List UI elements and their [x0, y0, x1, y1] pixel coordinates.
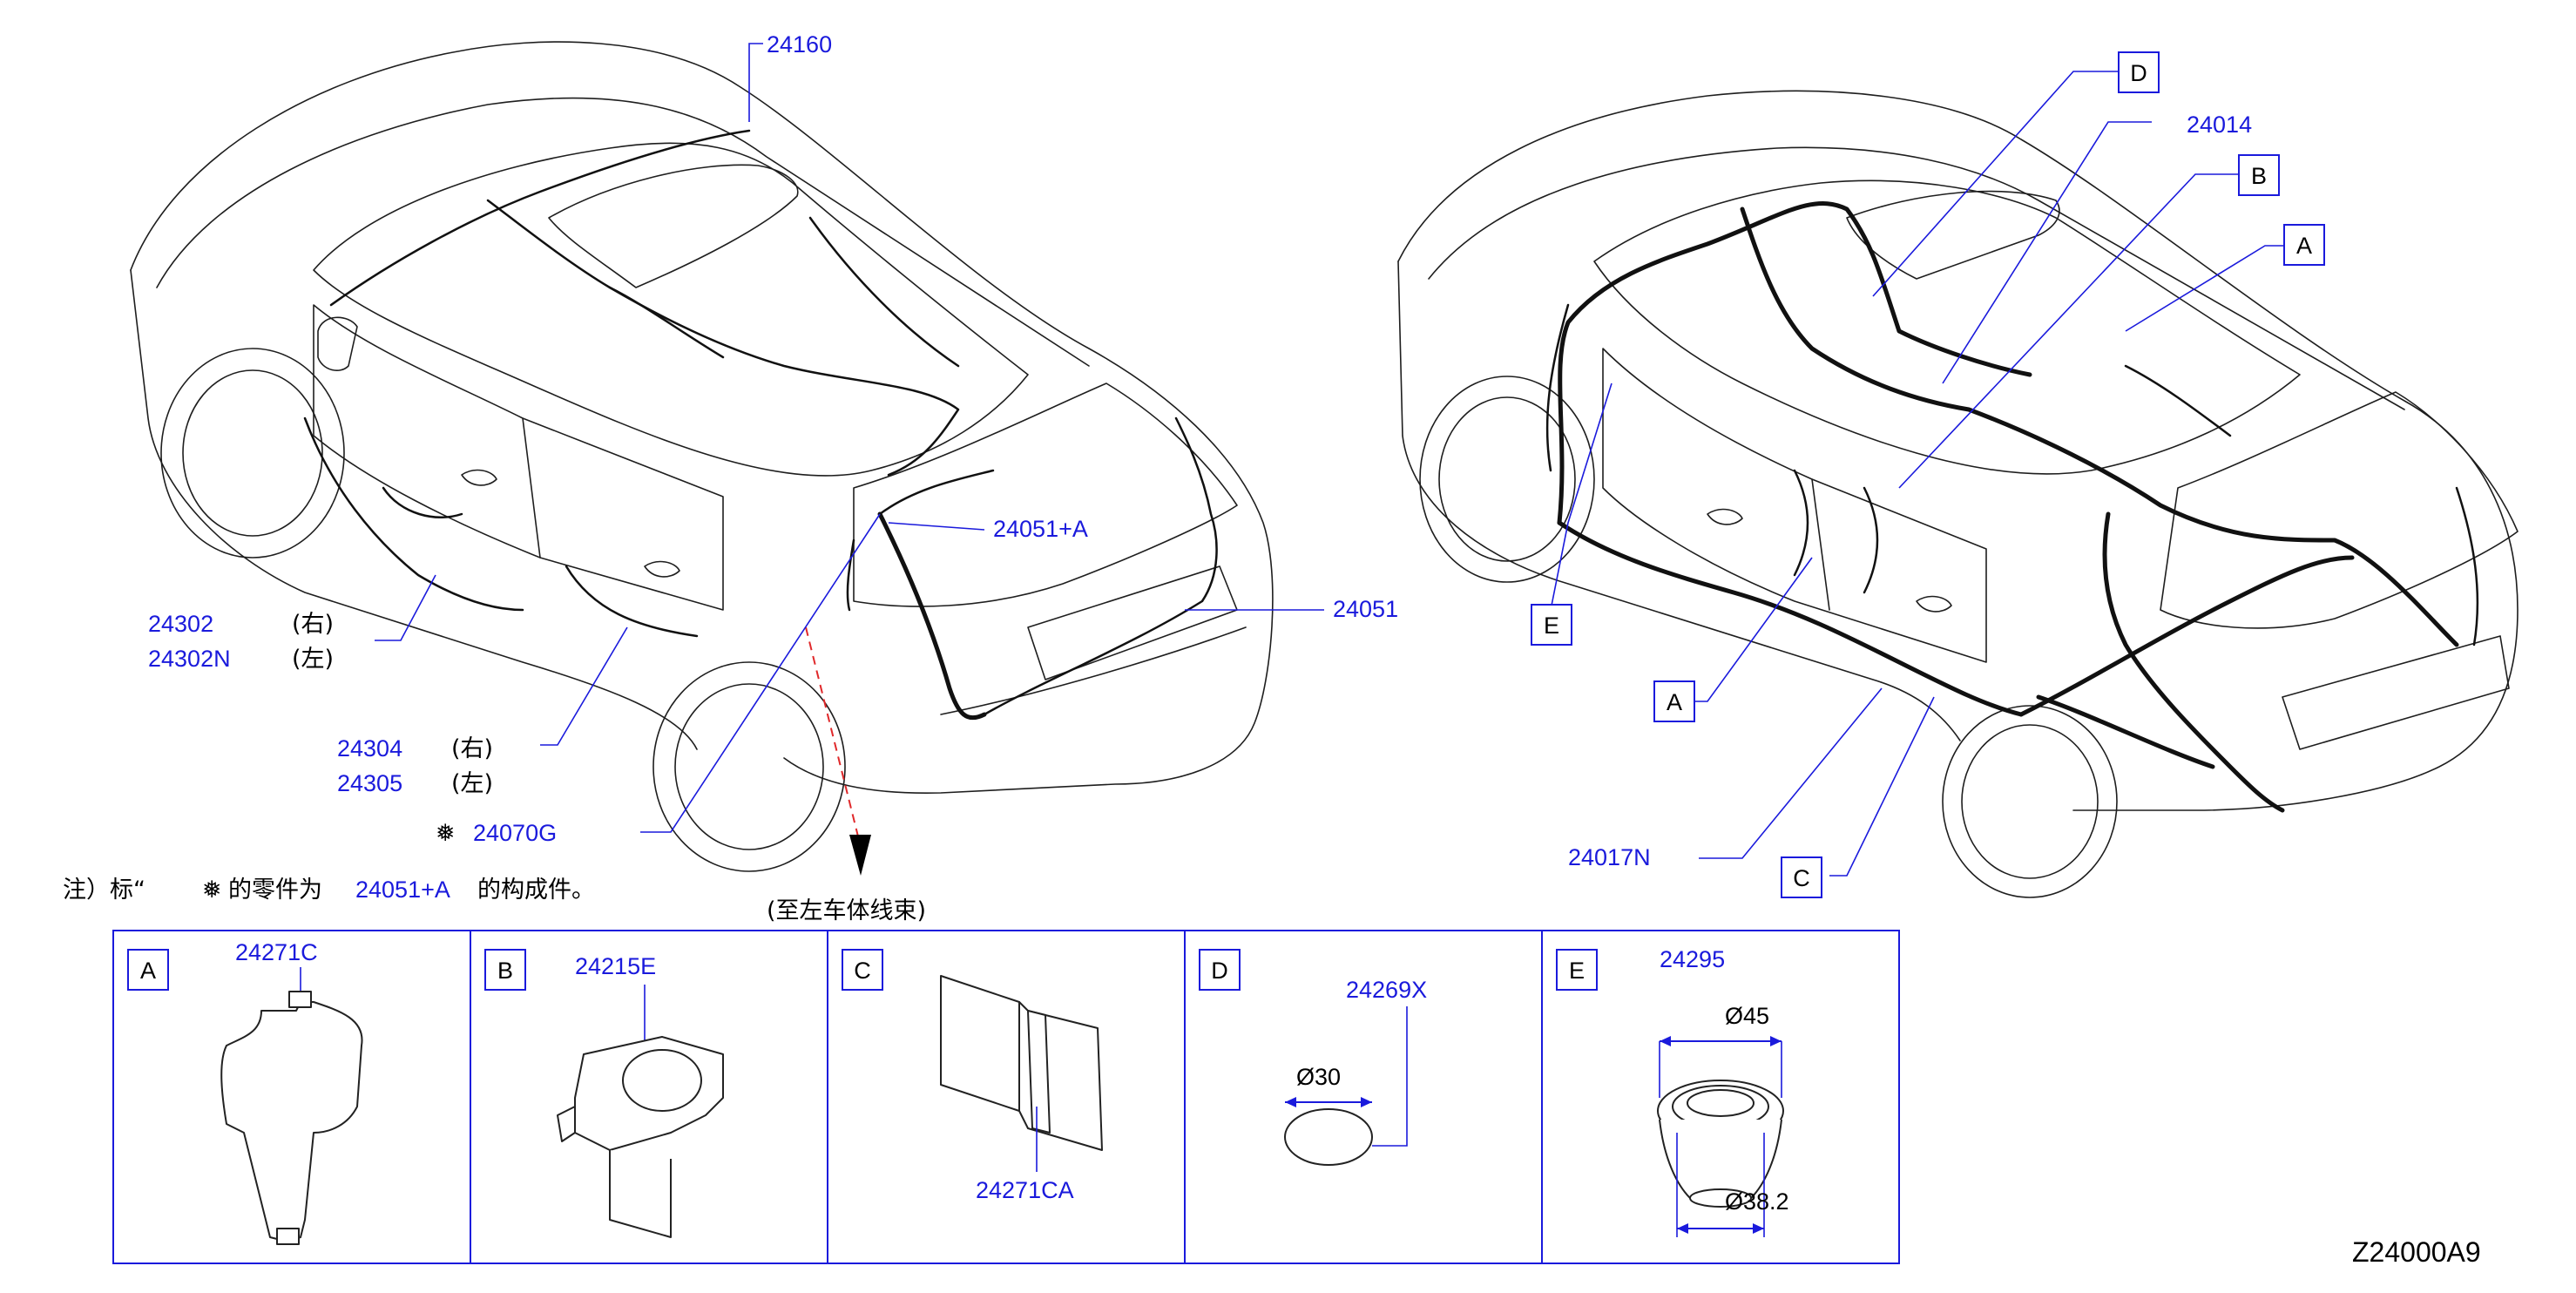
note-middle: 的零件为: [228, 877, 322, 904]
panel-e-letter: E: [1569, 958, 1585, 984]
clip-24271c-icon: [220, 1001, 363, 1242]
panel-d-dim: Ø30: [1296, 1064, 1341, 1090]
grommet-24295-icon: [1657, 1080, 1784, 1208]
panel-e-dim-outer: Ø45: [1725, 1003, 1769, 1029]
figure-code: Z24000A9: [2352, 1236, 2481, 1268]
detail-panel-table: [112, 930, 1900, 1264]
svg-text:C: C: [1793, 865, 1810, 891]
callout-24070g: 24070G: [473, 820, 557, 846]
panel-d-letter: D: [1211, 958, 1228, 984]
callout-24304: 24304: [337, 735, 402, 762]
callout-24305: 24305: [337, 770, 402, 796]
note-suffix: 的构成件。: [477, 877, 595, 904]
panel-a-part: 24271C: [235, 939, 318, 965]
note-prefix: 注）标“: [63, 877, 145, 904]
letter-box-c: C: [1781, 856, 1822, 898]
label-right-1: (右): [292, 611, 334, 638]
svg-text:A: A: [2296, 233, 2312, 259]
detail-panel-c: C 24271CA: [842, 949, 1103, 1203]
note-part: 24051+A: [355, 877, 450, 903]
panel-a-letter: A: [140, 958, 156, 984]
label-left-2: (左): [451, 770, 493, 797]
svg-text:D: D: [2130, 60, 2147, 86]
plug-24269x-icon: [1284, 1108, 1373, 1166]
callout-24160: 24160: [767, 31, 832, 58]
callout-24051a: 24051+A: [993, 516, 1088, 542]
right-leaders: [1550, 71, 2284, 877]
note-line: 注）标“ ❅ 的零件为 24051+A 的构成件。: [63, 877, 595, 904]
left-vehicle: [130, 41, 1274, 876]
letter-box-e: E: [1531, 604, 1572, 646]
letter-box-b: B: [2238, 154, 2280, 196]
panel-c-letter: C: [854, 958, 871, 984]
letter-box-a-bottom: A: [1653, 680, 1695, 722]
svg-text:A: A: [1667, 689, 1682, 715]
svg-text:B: B: [2251, 163, 2267, 189]
panel-b-letter: B: [497, 958, 513, 984]
detail-panel-e: E 24295 Ø45 Ø38.2: [1556, 946, 1789, 1237]
callout-24051: 24051: [1333, 596, 1398, 622]
label-to-left-body-harness: (至左车体线束): [767, 897, 926, 924]
panel-d-part: 24269X: [1346, 977, 1427, 1003]
letter-box-a-top: A: [2283, 224, 2325, 266]
callout-24302n: 24302N: [148, 646, 231, 672]
detail-panel-d: D 24269X Ø30: [1199, 949, 1427, 1166]
star-mark-icon: ❅: [436, 820, 456, 846]
label-right-2: (右): [451, 735, 493, 762]
clip-24271ca-icon: [940, 975, 1020, 1112]
detail-panel-a: A 24271C: [127, 939, 363, 1245]
callout-24014: 24014: [2187, 112, 2252, 138]
panel-e-part: 24295: [1660, 946, 1725, 972]
panel-e-dim-inner: Ø38.2: [1725, 1188, 1789, 1215]
svg-text:E: E: [1544, 613, 1559, 639]
label-left-1: (左): [292, 646, 334, 673]
callout-24017n: 24017N: [1568, 844, 1651, 870]
letter-box-d: D: [2118, 51, 2160, 93]
detail-panel-b: B 24215E: [484, 949, 724, 1238]
panel-c-part: 24271CA: [976, 1177, 1074, 1203]
note-star-icon: ❅: [202, 877, 222, 903]
panel-b-part: 24215E: [575, 953, 656, 979]
left-leaders: [375, 43, 1324, 833]
callout-24302: 24302: [148, 611, 213, 637]
right-vehicle: [1397, 90, 2519, 898]
